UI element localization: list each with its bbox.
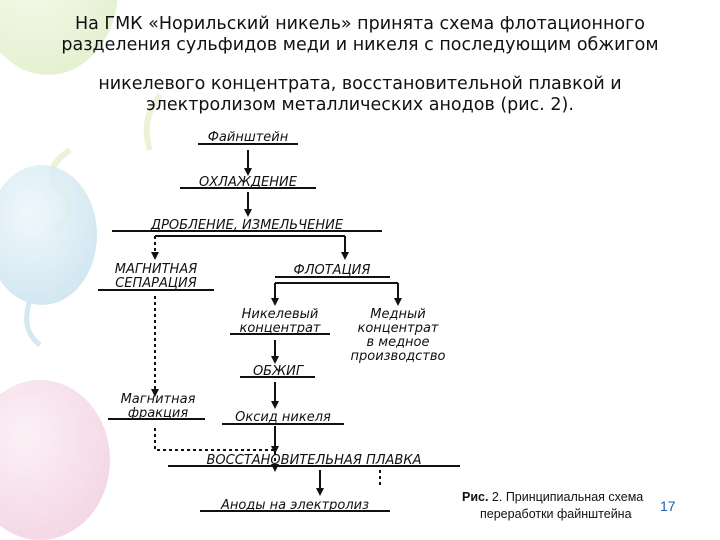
balloon-green-top-left [0,0,118,75]
node-roasting: ОБЖИГ [253,364,305,379]
balloon-pink-bottom-left [0,380,110,540]
node-reduction-smelting: ВОССТАНОВИТЕЛЬНАЯ ПЛАВКА [207,453,422,468]
node-magnetic-separation-line1: МАГНИТНАЯ [115,262,198,277]
node-copper-concentrate-line1: Медный [370,307,425,322]
node-cooling: ОХЛАЖДЕНИЕ [199,175,298,190]
page-number: 17 [660,498,676,514]
caption-text: 2. Принципиальная схема [488,490,644,504]
heading-paragraph-bottom: никелевого концентрата, восстановительно… [40,74,680,116]
node-flotation: ФЛОТАЦИЯ [294,263,371,278]
node-magnetic-fraction-line1: Магнитная [121,392,196,407]
heading-line-1: На ГМК «Норильский никель» принята схема… [74,14,646,34]
node-anodes: Аноды на электролиз [220,498,369,513]
heading-paragraph-top: На ГМК «Норильский никель» принята схема… [40,14,680,56]
heading-line-3: никелевого концентрата, восстановительно… [98,74,622,94]
node-magnetic-fraction-line2: фракция [128,406,188,421]
caption-line-2: переработки файнштейна [480,507,632,521]
node-nickel-oxide: Оксид никеля [235,410,331,425]
balloon-blue-left [0,165,97,347]
node-copper-concentrate-line3: в медное [366,335,429,350]
node-copper-concentrate-line2: концентрат [357,321,438,336]
node-nickel-concentrate-line1: Никелевый [242,307,319,322]
arrow-magnetic-fraction-to-reduction-smelting [154,428,279,472]
caption-line-1: Рис. 2. Принципиальная схема [462,489,643,506]
node-crushing: ДРОБЛЕНИЕ, ИЗМЕЛЬЧЕНИЕ [150,218,344,233]
node-copper-concentrate-line4: производство [350,349,445,364]
figure-caption: Рис. 2. Принципиальная схема переработки… [462,489,643,523]
node-nickel-concentrate-line2: концентрат [239,321,320,336]
node-magnetic-separation-line2: СЕПАРАЦИЯ [115,276,197,291]
heading-line-2: разделения сульфидов меди и никеля с пос… [61,35,659,55]
caption-label: Рис. [462,490,489,504]
heading-line-4: электролизом металлических анодов (рис. … [146,95,574,115]
node-feinstein: Файнштейн [208,130,289,145]
